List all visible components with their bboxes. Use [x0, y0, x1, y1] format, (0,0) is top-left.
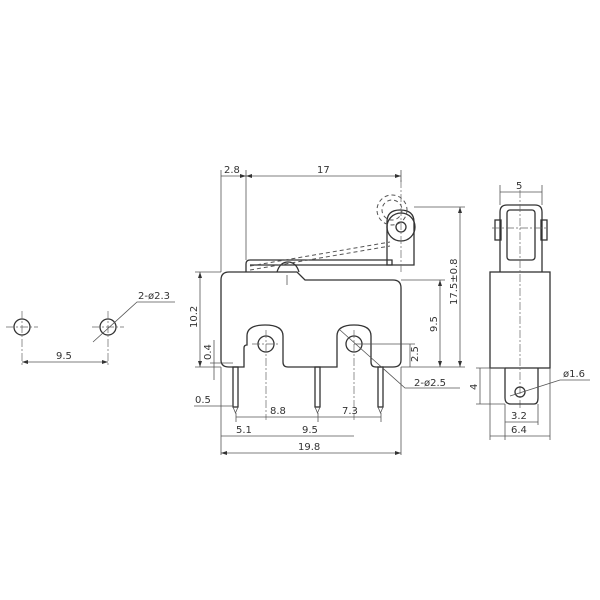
roller-bracket [386, 209, 415, 266]
dim-body-width: 19.8 [298, 442, 320, 453]
dim-hole-offset: 5.1 [236, 425, 252, 436]
switch-body [220, 271, 402, 368]
pin-no [377, 366, 384, 408]
front-view: 2.8 17 10.2 0.4 2.5 9.5 17.5±0.8 2-ø2.5 … [189, 165, 465, 455]
dim-roller-width: 5 [516, 181, 522, 192]
plunger [276, 261, 300, 273]
dim-pin-thickness: 0.5 [195, 395, 211, 406]
dim-hole-pitch: 9.5 [302, 425, 318, 436]
dim-body-thickness: 6.4 [511, 425, 527, 436]
side-pin [504, 368, 539, 405]
dim-pin-width: 3.2 [511, 411, 527, 422]
mounting-hole-pattern: 2-ø2.3 9.5 [6, 291, 175, 365]
pin-com [232, 366, 239, 408]
dim-lever-length: 17 [317, 165, 330, 176]
dim-body-height: 10.2 [189, 306, 200, 328]
side-roller-bracket [499, 204, 543, 272]
side-roller [506, 209, 536, 261]
dim-pin-pitch-1: 8.8 [270, 406, 286, 417]
dim-total-height: 17.5±0.8 [449, 258, 460, 305]
dim-hole-callout: 2-ø2.5 [414, 378, 446, 389]
dim-pin-hole: ø1.6 [563, 369, 585, 380]
dim-lever-offset: 2.8 [224, 165, 240, 176]
dim-bottom-gap: 0.4 [203, 344, 214, 360]
side-pin-hole [514, 386, 526, 398]
side-view: 5 4 ø1.6 3.2 6.4 [469, 181, 590, 440]
dim-hole-height: 9.5 [429, 316, 440, 332]
pin-nc [314, 366, 321, 408]
mount-hole-callout: 2-ø2.3 [138, 291, 170, 302]
mount-pitch-dim: 9.5 [56, 351, 72, 362]
dim-hole-to-bottom: 2.5 [410, 346, 421, 362]
lever-arm [245, 259, 393, 272]
dim-pin-height: 4 [469, 384, 480, 390]
dim-pin-pitch-2: 7.3 [342, 406, 358, 417]
